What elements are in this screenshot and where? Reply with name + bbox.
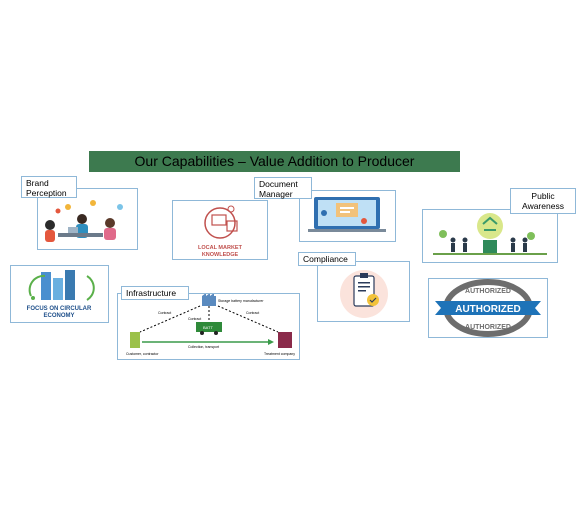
authorized-bottom-text: AUTHORIZED [465, 324, 511, 331]
local-market-line1: LOCAL MARKET [198, 245, 243, 251]
authorized-middle-text: AUTHORIZED [455, 304, 521, 315]
batt-text: BATT [203, 325, 213, 330]
local-market-line2: KNOWLEDGE [202, 252, 239, 258]
public-awareness-card [422, 209, 558, 263]
document-manager-label: Document Manager [254, 177, 312, 199]
collection-text: Collection, transport [188, 345, 219, 349]
infrastructure-diagram: Storage battery manufacturer Contract Co… [126, 294, 295, 356]
authorized-stamp: AUTHORIZED AUTHORIZED AUTHORIZED [435, 279, 541, 337]
local-market-illustration: LOCAL MARKET KNOWLEDGE [198, 205, 243, 258]
manufacturer-text: Storage battery manufacturer [218, 299, 264, 303]
brand-perception-card [37, 188, 138, 250]
treatment-plant-icon [278, 332, 292, 348]
page-title: Our Capabilities – Value Addition to Pro… [89, 151, 460, 172]
document-manager-illustration [308, 197, 386, 232]
authorized-card: AUTHORIZED AUTHORIZED AUTHORIZED [428, 278, 548, 338]
compliance-illustration [340, 270, 388, 318]
circular-economy-card: FOCUS ON CIRCULAR ECONOMY [10, 265, 109, 323]
badge-icon [367, 294, 379, 306]
local-market-card: LOCAL MARKET KNOWLEDGE [172, 200, 268, 260]
authorized-ribbon [435, 301, 541, 315]
public-awareness-illustration [433, 213, 547, 255]
infrastructure-card: Storage battery manufacturer Contract Co… [117, 293, 300, 360]
contract-left-text: Contract [158, 311, 171, 315]
customer-icon [130, 332, 140, 348]
circular-economy-line2: ECONOMY [43, 313, 74, 319]
customer-text: Customer, contractor [126, 352, 159, 356]
contract-mid-text: Contract [188, 317, 201, 321]
truck-icon [196, 322, 222, 332]
compliance-label: Compliance [298, 252, 356, 266]
treatment-text: Treatment company [264, 352, 295, 356]
public-awareness-label: Public Awareness [510, 188, 576, 214]
brand-perception-illustration [45, 200, 123, 242]
brand-perception-label: Brand Perception [21, 176, 77, 198]
document-manager-card [299, 190, 396, 242]
compliance-card [317, 261, 410, 322]
contract-right-text: Contract [246, 311, 259, 315]
circular-economy-illustration: FOCUS ON CIRCULAR ECONOMY [27, 270, 95, 319]
infrastructure-label: Infrastructure [121, 286, 189, 300]
circular-economy-line1: FOCUS ON CIRCULAR [27, 306, 92, 312]
factory-icon [202, 296, 216, 306]
authorized-top-text: AUTHORIZED [465, 288, 511, 295]
